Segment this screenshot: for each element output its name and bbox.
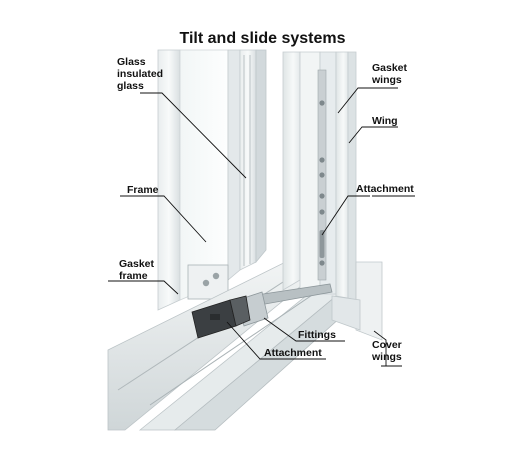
cover-wings-block <box>331 261 383 341</box>
label-fittings: Fittings <box>298 329 336 341</box>
label-underlines <box>282 87 415 367</box>
label-gasket-frame: Gasket frame <box>119 258 155 282</box>
label-wing: Wing <box>372 115 398 127</box>
label-gasket-wings: Gasket wings <box>372 62 408 86</box>
attachment-block <box>191 295 251 339</box>
wing-profile <box>282 51 357 301</box>
frame-profile <box>157 49 267 311</box>
label-glass-insulated-glass: Glass insulated glass <box>117 56 164 92</box>
label-cover-wings: Cover wings <box>372 339 402 363</box>
label-attachment-top: Attachment <box>356 183 414 195</box>
gasket-frame-plate <box>187 264 229 300</box>
label-frame: Frame <box>127 184 159 196</box>
diagram-title: Tilt and slide systems <box>179 30 346 47</box>
label-attachment-bottom: Attachment <box>264 347 322 359</box>
